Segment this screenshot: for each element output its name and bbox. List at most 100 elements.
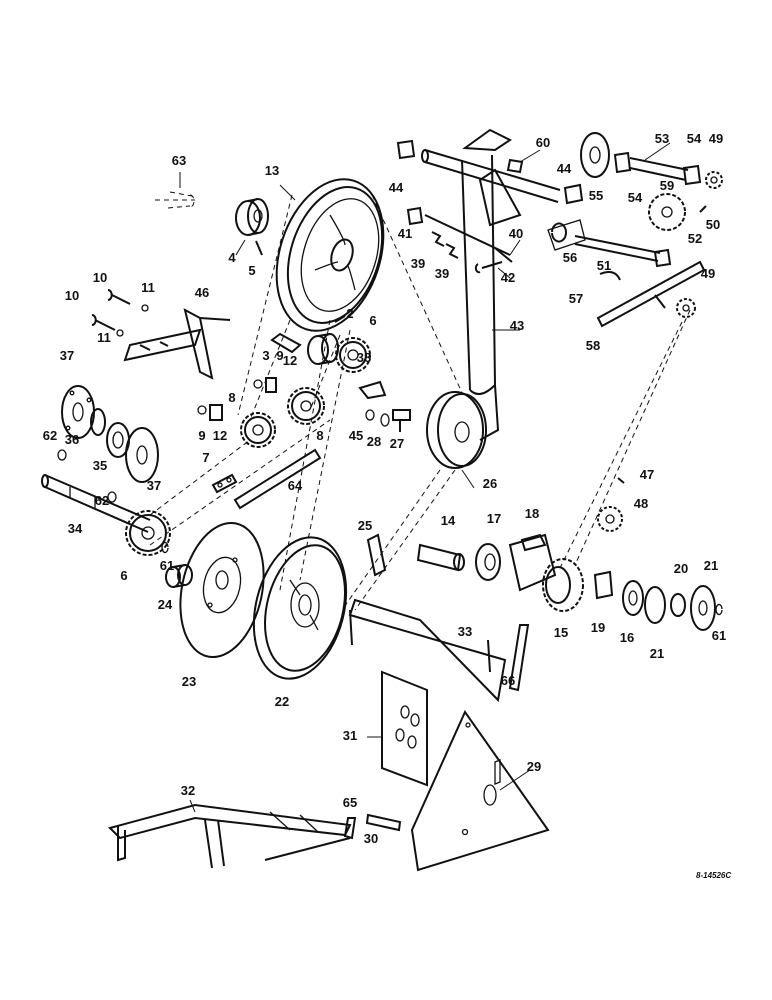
- callout-59: 59: [660, 178, 674, 193]
- sheave-22: [252, 536, 348, 680]
- hub-2: [307, 333, 339, 365]
- sprocket-59: [648, 193, 686, 231]
- washer-9-upper: [253, 379, 263, 389]
- callout-56: 56: [563, 250, 577, 265]
- callout-13: 13: [265, 163, 279, 178]
- ring-20: [670, 593, 686, 617]
- collar-54-right: [682, 164, 702, 186]
- callout-66: 66: [501, 673, 515, 688]
- drive-belts-dashed: [149, 194, 691, 611]
- callout-8: 8: [228, 390, 235, 405]
- leader-lines: [179, 142, 671, 813]
- callout-11: 11: [97, 330, 111, 345]
- callout-53: 53: [655, 131, 669, 146]
- bracket-arm-top: [478, 168, 522, 227]
- clip-38: [358, 380, 387, 400]
- callout-17: 17: [487, 511, 501, 526]
- callout-12: 12: [283, 353, 297, 368]
- callout-60: 60: [536, 135, 550, 150]
- callout-62: 62: [43, 428, 57, 443]
- bolt-42: [474, 261, 503, 274]
- spring-57: [599, 271, 621, 281]
- callout-10: 10: [65, 288, 79, 303]
- shaft-53: [629, 157, 689, 181]
- disc-23: [179, 521, 265, 659]
- callout-3: 3: [262, 348, 269, 363]
- callout-64: 64: [288, 478, 303, 493]
- callout-52: 52: [688, 231, 702, 246]
- callout-51: 51: [597, 258, 611, 273]
- callout-31: 31: [343, 728, 357, 743]
- washer-45: [365, 409, 375, 421]
- washer-9-lower: [197, 405, 207, 415]
- part-63-ghost: [155, 191, 195, 209]
- nut-11b: [116, 329, 124, 337]
- large-sheave-13: [275, 178, 385, 332]
- callout-29: 29: [527, 759, 541, 774]
- bushing-60: [506, 158, 524, 174]
- callout-10: 10: [93, 270, 107, 285]
- callout-28: 28: [367, 434, 381, 449]
- washer-28: [380, 413, 390, 427]
- callout-46: 46: [195, 285, 209, 300]
- spring-rod-40: [424, 214, 513, 263]
- nut-11a: [141, 304, 149, 312]
- strap-65: [343, 817, 357, 840]
- bearing-56: [551, 222, 567, 243]
- flange-plate-37: [61, 385, 95, 439]
- strap-30: [365, 813, 402, 832]
- callout-4: 4: [228, 250, 236, 265]
- callout-5: 5: [248, 263, 255, 278]
- spacer-12-lower: [209, 404, 223, 421]
- idler-pulley-26: [426, 391, 487, 469]
- callout-2: 2: [346, 306, 353, 321]
- set-screw-2: [334, 315, 346, 323]
- collar-54-left: [613, 151, 632, 174]
- key-50: [699, 205, 707, 213]
- callout-21: 21: [704, 558, 718, 573]
- callout-18: 18: [525, 506, 539, 521]
- bar-51: [574, 235, 661, 262]
- callout-47: 47: [640, 467, 654, 482]
- callout-39: 39: [411, 256, 425, 271]
- drawing-number: 8-14526C: [696, 871, 731, 880]
- sprocket-8-right: [287, 387, 325, 425]
- flange-plate-37b: [125, 427, 159, 483]
- key-5: [255, 240, 263, 256]
- callout-19: 19: [591, 620, 605, 635]
- callout-30: 30: [364, 831, 378, 846]
- sprocket-6-lower: [125, 510, 171, 556]
- sprocket-15: [542, 558, 584, 612]
- callout-27: 27: [390, 436, 404, 451]
- key-47: [617, 477, 625, 484]
- sprocket-55: [580, 132, 610, 178]
- callout-32: 32: [181, 783, 195, 798]
- key-25: [366, 533, 387, 577]
- callout-62: 62: [95, 493, 109, 508]
- callout-25: 25: [358, 518, 372, 533]
- callout-49: 49: [701, 266, 715, 281]
- bearing-16: [622, 580, 644, 616]
- frame-32: [108, 803, 352, 869]
- callout-34: 34: [68, 521, 83, 536]
- bolt-10a: [107, 289, 131, 305]
- callout-40: 40: [509, 226, 523, 241]
- frame-33: [348, 598, 507, 703]
- callout-44: 44: [389, 180, 404, 195]
- triangular-plate-29: [410, 709, 550, 872]
- callout-54: 54: [628, 190, 643, 205]
- shaft-34: [41, 474, 151, 533]
- arm-43: [461, 128, 512, 441]
- callout-24: 24: [158, 597, 173, 612]
- hub-4: [235, 198, 269, 236]
- sprocket-6-upper: [335, 337, 371, 373]
- callout-9: 9: [198, 428, 205, 443]
- callout-63: 63: [172, 153, 186, 168]
- spring-39a: [431, 231, 445, 247]
- bearing-35-inner: [112, 431, 124, 449]
- bearing-17: [475, 543, 501, 581]
- callout-11: 11: [141, 280, 155, 295]
- callout-48: 48: [634, 496, 648, 511]
- callout-6: 6: [120, 568, 127, 583]
